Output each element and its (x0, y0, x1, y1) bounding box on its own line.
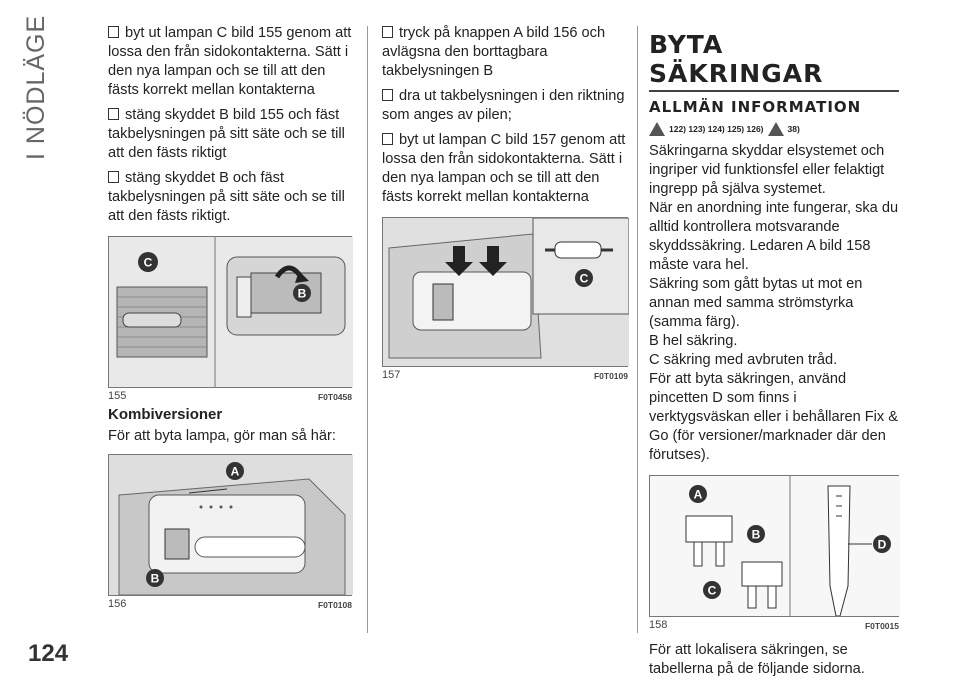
figure-157-image: C (382, 217, 630, 367)
svg-text:C: C (580, 272, 589, 286)
svg-text:A: A (694, 488, 703, 502)
figure-code: F0T0015 (864, 621, 899, 631)
figure-caption: 156 F0T0108 (108, 598, 352, 610)
figure-code: F0T0458 (317, 392, 352, 402)
callout-d: D (873, 535, 891, 553)
figure-number: 158 (649, 619, 668, 631)
column-3: BYTA SÄKRINGAR ALLMÄN INFORMATION 122) 1… (649, 24, 900, 685)
paragraph: För att byta lampa, gör man så här: (108, 428, 336, 444)
column-divider (367, 26, 368, 633)
chapter-title-text: I NÖDLÄGE (22, 14, 50, 160)
callout-b: B (747, 525, 765, 543)
figure-156: A B 156 F0T0108 (108, 454, 353, 610)
callout-c: C (138, 252, 158, 272)
svg-text:B: B (298, 287, 307, 301)
callout-a: A (226, 462, 244, 480)
section-subheading: ALLMÄN INFORMATION (649, 98, 862, 116)
figure-caption: 157 F0T0109 (382, 369, 628, 381)
column-1: byt ut lampan C bild 155 genom att lossa… (108, 24, 353, 610)
chapter-side-title: I NÖDLÄGE (12, 15, 72, 160)
svg-text:D: D (878, 538, 887, 552)
callout-b: B (293, 284, 311, 302)
reference-numbers: 38) (787, 124, 800, 134)
svg-text:B: B (752, 528, 761, 542)
body-text: Säkringarna skyddar elsystemet och ingri… (649, 142, 899, 465)
paragraph: När en anordning inte fungerar, ska du a… (649, 200, 899, 273)
figure-number: 157 (382, 369, 401, 381)
figure-code: F0T0108 (317, 600, 352, 610)
warning-triangle-icon (649, 122, 665, 136)
svg-text:B: B (151, 572, 160, 586)
figure-number: 155 (108, 390, 127, 402)
figure-157: C 157 F0T0109 (382, 217, 630, 381)
bullet-item: tryck på knappen A bild 156 och avlägsna… (382, 24, 628, 81)
warning-triangle-icon (767, 122, 784, 136)
bullet-item: byt ut lampan C bild 155 genom att lossa… (108, 25, 352, 98)
callout-b: B (146, 569, 164, 587)
svg-text:C: C (144, 256, 153, 270)
bullet-item: stäng skyddet B bild 155 och fäst takbel… (108, 106, 352, 163)
paragraph: Säkring som gått bytas ut mot en annan m… (649, 276, 863, 330)
column-divider (637, 26, 638, 633)
bullet-item: stäng skyddet B och fäst takbelysningen … (108, 169, 352, 226)
figure-number: 156 (108, 598, 127, 610)
figure-155: C B 155 F0T0458 (108, 236, 353, 402)
paragraph: C säkring med avbruten tråd. (649, 352, 838, 368)
figure-158: A B C D 158 F0T0015 (649, 475, 900, 631)
paragraph: För att byta säkringen, använd pincetten… (649, 371, 899, 463)
svg-text:A: A (231, 465, 240, 479)
section-subheading: Kombiversioner (108, 406, 223, 423)
paragraph: För att lokalisera säkringen, se tabelle… (649, 642, 865, 677)
lamp-illustration-156 (109, 455, 353, 596)
paragraph: B hel säkring. (649, 333, 738, 349)
paragraph: Säkringarna skyddar elsystemet och ingri… (649, 143, 885, 197)
warning-references: 122) 123) 124) 125) 126) 38) (649, 122, 899, 136)
bullet-item: dra ut takbelysningen i den riktning som… (382, 87, 628, 125)
figure-156-image: A B (108, 454, 353, 596)
section-heading: BYTA SÄKRINGAR (649, 30, 899, 92)
bullet-item: byt ut lampan C bild 157 genom att lossa… (382, 131, 628, 207)
figure-caption: 155 F0T0458 (108, 390, 352, 402)
page-number: 124 (28, 640, 69, 667)
column-2: tryck på knappen A bild 156 och avlägsna… (382, 24, 630, 381)
figure-155-image: C B (108, 236, 353, 388)
reference-numbers: 122) 123) 124) 125) 126) (669, 124, 764, 134)
callout-a: A (689, 485, 707, 503)
callout-c: C (575, 269, 593, 287)
figure-code: F0T0109 (593, 371, 628, 381)
callout-c: C (703, 581, 721, 599)
svg-text:C: C (708, 584, 717, 598)
figure-158-image: A B C D (649, 475, 900, 617)
figure-caption: 158 F0T0015 (649, 619, 899, 631)
lamp-illustration-157 (383, 217, 630, 366)
